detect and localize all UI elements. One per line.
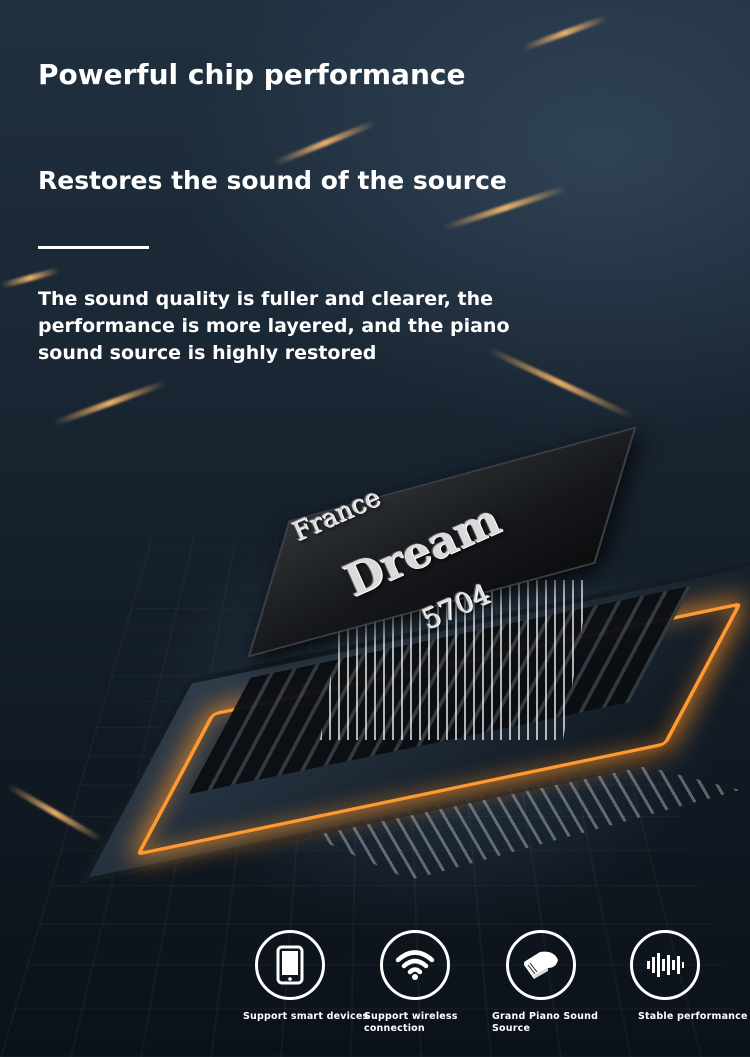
light-streak [272, 119, 378, 167]
sound-wave-icon [630, 930, 700, 1000]
light-streak [521, 14, 609, 52]
feature-stable: Stable performance [630, 930, 750, 1023]
feature-label: Stable performance [638, 1011, 748, 1022]
page-title: Powerful chip performance [38, 58, 466, 91]
feature-label: Support smart devices [243, 1011, 369, 1022]
feature-grand-piano: Grand Piano Sound Source [492, 930, 622, 1035]
grand-piano-icon [506, 930, 576, 1000]
wifi-icon [380, 930, 450, 1000]
page-subtitle: Restores the sound of the source [38, 166, 507, 195]
feature-label: Support wireless connection [364, 1011, 458, 1034]
feature-wireless: Support wireless connection [364, 930, 494, 1035]
feature-list: Support smart devices Support wireless c… [0, 930, 750, 1050]
smartphone-icon [255, 930, 325, 1000]
light-streak [52, 379, 168, 427]
divider [38, 246, 149, 249]
feature-smart-devices: Support smart devices [243, 930, 373, 1023]
description-text: The sound quality is fuller and clearer,… [38, 288, 510, 364]
feature-label: Grand Piano Sound Source [492, 1011, 599, 1034]
chip-illustration: France Dream 5704 [88, 426, 750, 900]
